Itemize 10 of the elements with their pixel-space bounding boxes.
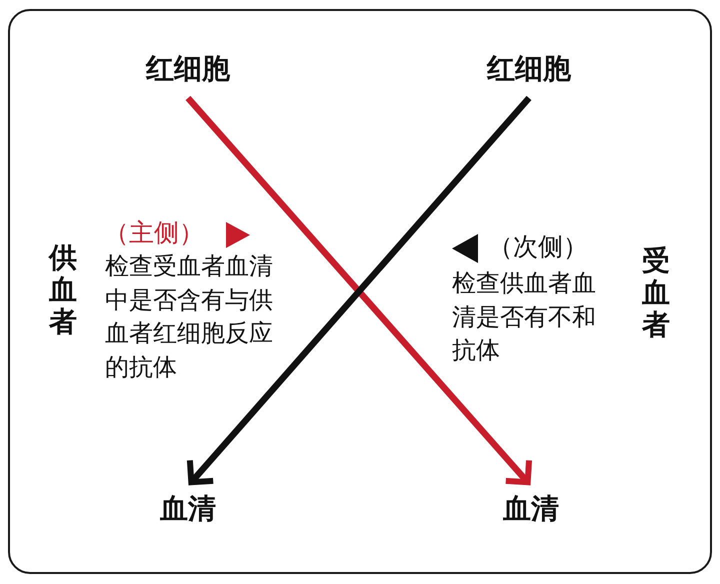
node-label: 红细胞 <box>142 54 234 98</box>
node-label: 红细胞 <box>483 54 575 98</box>
section-heading: （主侧） <box>104 219 204 247</box>
description-text: 检查受血者血清中是否含有与供血者红细胞反应的抗体 <box>105 251 274 382</box>
node-label: 血清 <box>499 486 563 524</box>
node-label: 血清 <box>156 486 220 524</box>
section-heading: （次侧） <box>488 233 588 261</box>
side-label: 受血者 <box>641 245 671 341</box>
description-text: 检查供血者血清是否有不和抗体 <box>452 268 597 366</box>
side-label: 供血者 <box>48 242 78 338</box>
